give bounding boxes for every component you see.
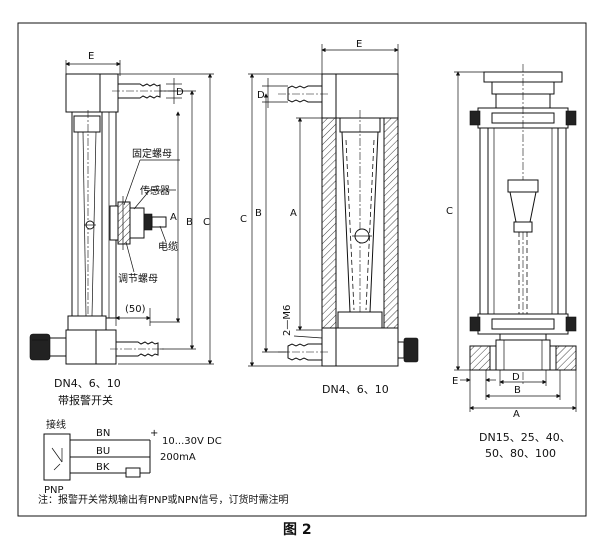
wire-bn: BN (96, 428, 110, 439)
caption-left-2: 带报警开关 (58, 393, 113, 407)
footnote: 注：报警开关常规输出有PNP或NPN信号，订货时需注明 (38, 493, 289, 506)
label-fixed-nut: 固定螺母 (132, 147, 172, 160)
right-dim-d: D (512, 372, 520, 383)
wire-voltage: 10...30V DC (162, 436, 222, 447)
wire-current: 200mA (160, 452, 196, 463)
wiring-diagram: 接线 BN BU BK PNP + 10...30V DC 200mA (43, 418, 222, 496)
figure-title: 图 2 (283, 522, 312, 538)
left-dim-c: C (203, 217, 210, 228)
right-dim-c: C (446, 206, 453, 217)
caption-right-1: DN15、25、40、 (479, 431, 571, 444)
middle-dim-a: A (290, 208, 297, 219)
caption-right-2: 50、80、100 (485, 447, 556, 460)
wire-bk: BK (96, 462, 110, 473)
outer-frame (17, 22, 587, 517)
svg-text:D: D (176, 87, 184, 98)
middle-thread-label: 2—M6 (282, 305, 293, 336)
left-dim-e: E (88, 51, 94, 62)
label-sensor: 传感器 (140, 184, 170, 197)
wire-plus: + (150, 428, 158, 439)
middle-dim-d: D (257, 90, 265, 101)
right-dim-a: A (513, 409, 520, 420)
label-adjust-nut: 调节螺母 (118, 273, 158, 285)
right-view: C E D B A DN15、25、40、 50、80、100 (446, 64, 577, 460)
right-dim-e: E (452, 376, 458, 387)
left-dim-a: A (170, 212, 177, 223)
middle-dim-c: C (240, 214, 247, 225)
right-dim-b: B (514, 385, 521, 396)
wiring-title: 接线 (46, 418, 66, 431)
left-dim-50: (50) (125, 304, 146, 315)
left-view: E D (29, 51, 214, 407)
label-cable: 电缆 (158, 240, 178, 253)
caption-left-1: DN4、6、10 (54, 377, 121, 390)
middle-view: E D (240, 39, 419, 396)
left-dim-b: B (186, 217, 193, 228)
wire-pnp: PNP (44, 485, 64, 496)
caption-middle: DN4、6、10 (322, 383, 389, 396)
middle-dim-b: B (255, 208, 262, 219)
middle-dim-e: E (356, 39, 362, 50)
wire-bu: BU (96, 446, 110, 457)
